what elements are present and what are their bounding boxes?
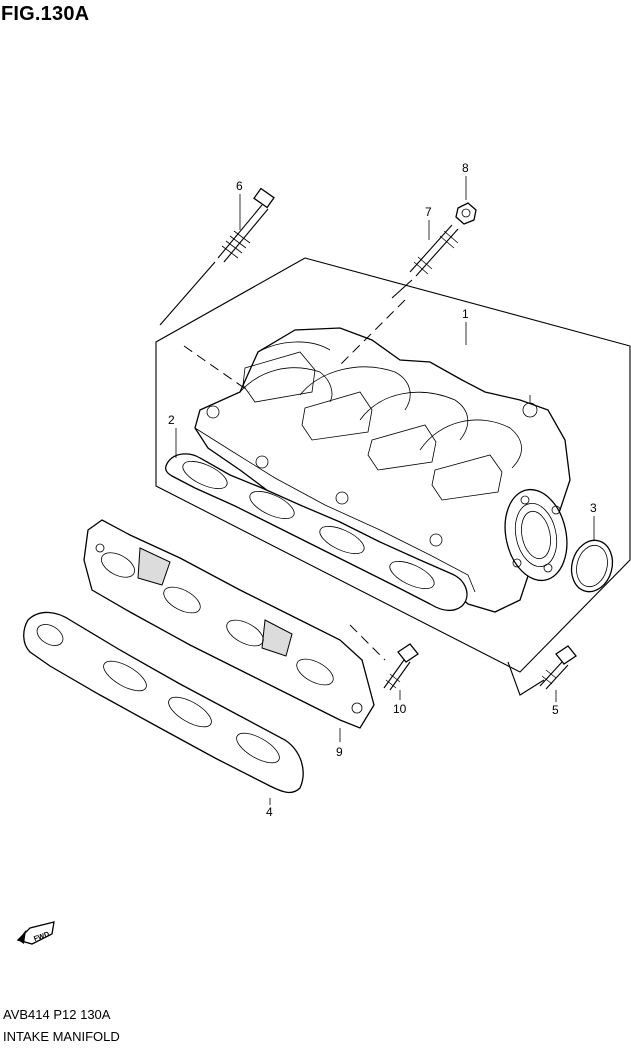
bolt-10: [383, 643, 419, 691]
callout-5: 5: [552, 703, 559, 717]
leader-lines: [175, 176, 595, 805]
bolt-6: [217, 187, 275, 263]
intake-manifold: [194, 327, 571, 613]
alignment-line-bolt-5: [507, 661, 545, 696]
callout-1: 1: [462, 307, 469, 321]
stud-7: [409, 224, 459, 277]
gasket-lower: [23, 611, 304, 794]
callout-9: 9: [336, 745, 343, 759]
callout-8: 8: [462, 161, 469, 175]
alignment-line-bolt-7-solid: [391, 279, 413, 299]
alignment-line-bolt-10: [349, 624, 386, 661]
nut-8: [455, 202, 477, 225]
callout-4: 4: [266, 805, 273, 819]
callout-3: 3: [590, 501, 597, 515]
callout-2: 2: [168, 413, 175, 427]
callout-6: 6: [236, 179, 243, 193]
footer-caption: INTAKE MANIFOLD: [3, 1029, 120, 1044]
manifold-spacer: [83, 519, 375, 729]
gasket-upper: [165, 453, 468, 612]
assembly-boundary: [155, 257, 631, 673]
o-ring: [570, 539, 614, 593]
callout-7: 7: [425, 205, 432, 219]
alignment-line-bolt-6: [183, 345, 251, 393]
fwd-arrow-icon: FWD: [16, 921, 55, 945]
figure-title: FIG.130A: [1, 3, 90, 25]
callout-10: 10: [393, 702, 407, 716]
bolt-5: [539, 645, 577, 690]
alignment-line-bolt-6-solid: [159, 261, 216, 326]
footer-code: AVB414 P12 130A: [3, 1007, 111, 1022]
